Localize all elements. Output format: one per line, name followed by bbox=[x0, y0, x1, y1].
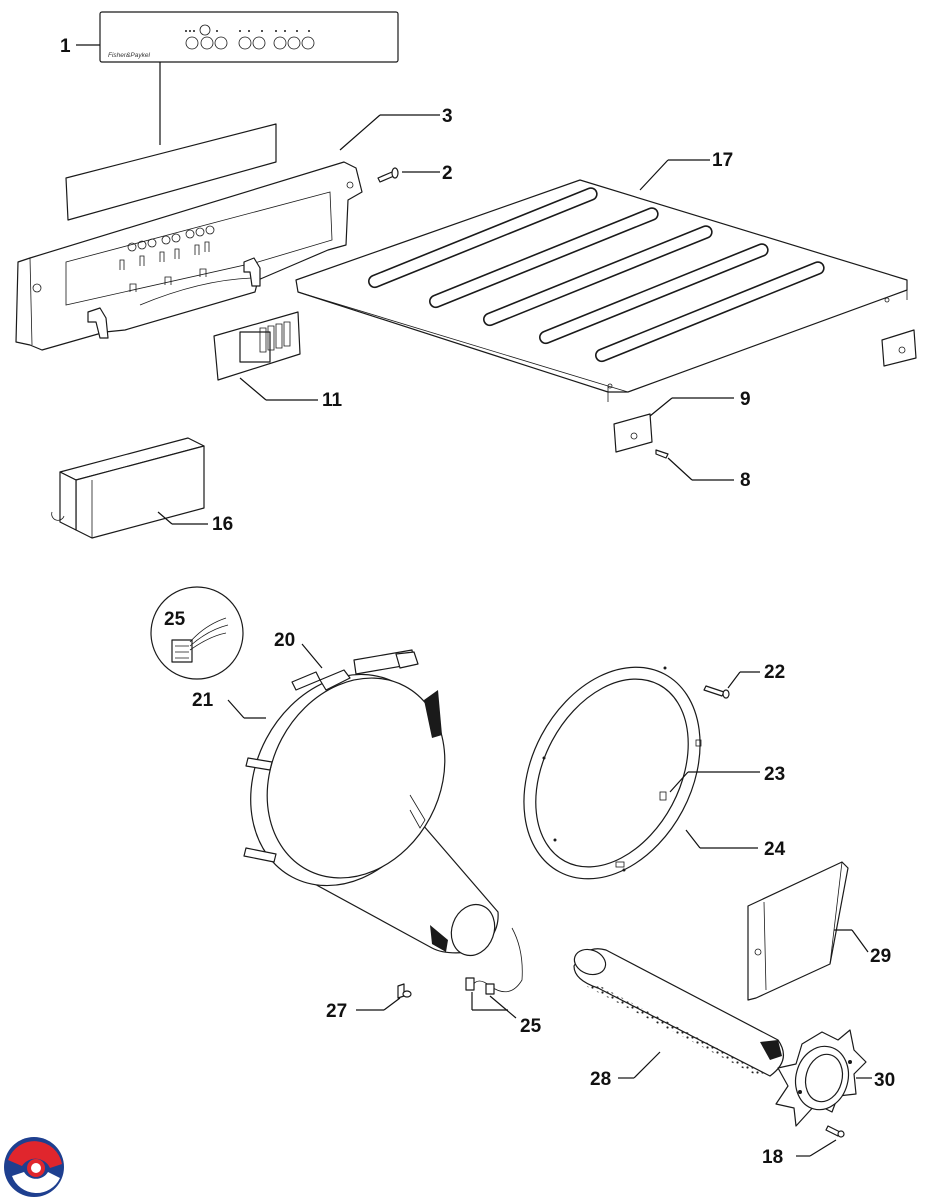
callout-label-17: 17 bbox=[712, 150, 733, 171]
console-switches bbox=[119, 225, 215, 292]
part-1-control-panel-fascia: Fisher&Paykel bbox=[99, 11, 399, 145]
part-2-screw bbox=[377, 167, 440, 183]
part-16-box-cover bbox=[51, 437, 208, 539]
callout-24[interactable]: 24 bbox=[764, 839, 786, 860]
callout-label-8: 8 bbox=[740, 470, 751, 491]
callout-27[interactable]: 27 bbox=[326, 1001, 347, 1022]
callout-30[interactable]: 30 bbox=[874, 1070, 895, 1091]
part-8-screw bbox=[655, 449, 734, 481]
brand-logo-text: Fisher&Paykel bbox=[108, 52, 150, 59]
part-24-seal-ring bbox=[523, 666, 760, 880]
panel-buttons bbox=[185, 24, 315, 50]
callout-2[interactable]: 2 bbox=[442, 163, 453, 184]
part-11-circuit-board bbox=[213, 311, 318, 401]
callout-1[interactable]: 1 bbox=[60, 36, 100, 57]
callout-17[interactable]: 17 bbox=[712, 150, 733, 171]
company-logo-icon bbox=[4, 1137, 64, 1197]
callout-20[interactable]: 20 bbox=[274, 630, 295, 651]
part-18-screw bbox=[796, 1125, 845, 1157]
part-28-duct-tube bbox=[573, 948, 785, 1079]
callout-11[interactable]: 11 bbox=[322, 390, 343, 411]
callout-22[interactable]: 22 bbox=[764, 662, 785, 683]
callout-8[interactable]: 8 bbox=[740, 470, 751, 491]
part-21-front-bulkhead-duct bbox=[227, 643, 499, 957]
part-22-screw bbox=[703, 671, 760, 699]
callout-label-2: 2 bbox=[442, 163, 453, 184]
callout-label-16: 16 bbox=[212, 514, 233, 535]
callout-label-23: 23 bbox=[764, 764, 785, 785]
callout-label-27: 27 bbox=[326, 1001, 347, 1022]
callout-label-30: 30 bbox=[874, 1070, 895, 1091]
callout-16[interactable]: 16 bbox=[212, 514, 233, 535]
inset-25-connector-detail bbox=[150, 586, 244, 680]
part-29-shield bbox=[747, 861, 869, 1001]
callout-label-29: 29 bbox=[870, 946, 891, 967]
callout-25-inset[interactable]: 25 bbox=[164, 609, 186, 630]
bracket-right bbox=[881, 329, 917, 367]
callout-label-21: 21 bbox=[192, 690, 214, 711]
callout-28[interactable]: 28 bbox=[590, 1069, 611, 1090]
callout-23[interactable]: 23 bbox=[764, 764, 785, 785]
callout-18[interactable]: 18 bbox=[762, 1147, 783, 1168]
callout-3[interactable]: 3 bbox=[442, 106, 453, 127]
part-9-bracket bbox=[613, 397, 734, 453]
callout-29[interactable]: 29 bbox=[870, 946, 891, 967]
part-27-screw bbox=[356, 983, 412, 1011]
part-3-control-console bbox=[15, 114, 440, 351]
callout-label-28: 28 bbox=[590, 1069, 611, 1090]
callout-label-24: 24 bbox=[764, 839, 786, 860]
callout-label-3: 3 bbox=[442, 106, 453, 127]
callout-label-11: 11 bbox=[322, 390, 343, 411]
part-25-wire-sensor bbox=[465, 927, 523, 1019]
part-20-clip bbox=[319, 649, 419, 691]
callout-label-22: 22 bbox=[764, 662, 785, 683]
part-30-flange bbox=[775, 1029, 872, 1127]
callout-label-25: 25 bbox=[520, 1016, 542, 1037]
callout-label-9: 9 bbox=[740, 389, 751, 410]
callout-label-1: 1 bbox=[60, 36, 71, 57]
callout-label-25-inset: 25 bbox=[164, 609, 186, 630]
callout-21[interactable]: 21 bbox=[192, 690, 214, 711]
callout-25[interactable]: 25 bbox=[520, 1016, 542, 1037]
callout-label-18: 18 bbox=[762, 1147, 783, 1168]
callout-9[interactable]: 9 bbox=[740, 389, 751, 410]
top-panel-slots bbox=[368, 187, 825, 363]
part-17-top-panel bbox=[295, 159, 908, 402]
callout-label-20: 20 bbox=[274, 630, 295, 651]
